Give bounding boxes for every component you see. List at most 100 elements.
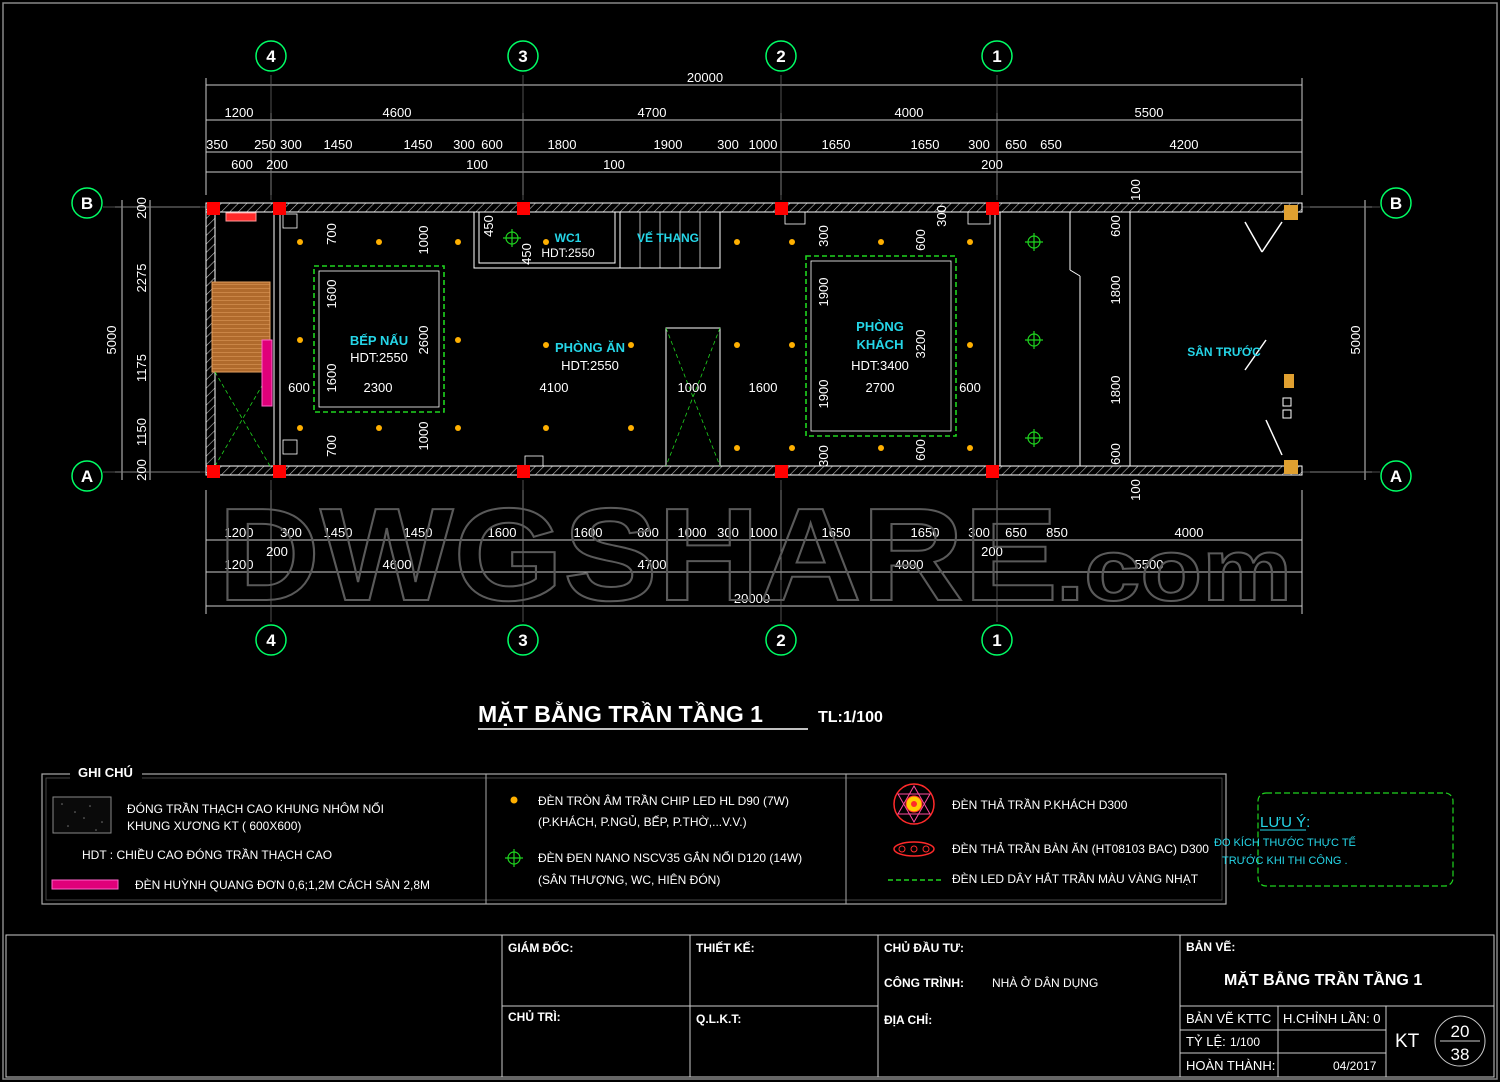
watermark: DWGSHARE .com — [217, 480, 1293, 629]
dim-top-r2-0: 350 — [206, 137, 228, 152]
fluorescent-light-icon — [51, 879, 119, 890]
tb-ty-le-label: TỶ LỆ: — [1186, 1034, 1226, 1049]
dim-left-0: 200 — [134, 197, 149, 219]
led-downlights — [297, 239, 973, 451]
legend-item7: ĐÈN THẢ TRẦN BÀN ĂN (HT08103 BAC) D300 — [952, 841, 1209, 856]
downlight-icon — [510, 796, 518, 804]
dim-left-1: 2275 — [134, 264, 149, 293]
grid-label-col4-top: 4 — [266, 47, 276, 66]
dim-inner-v1600b: 1600 — [324, 364, 339, 393]
dim-inner-v700a: 700 — [324, 223, 339, 245]
dim-top-r2-1: 250 — [254, 137, 276, 152]
dim-top-r1-3: 4000 — [895, 105, 924, 120]
dim-top-r2-9: 300 — [717, 137, 739, 152]
dim-top-r2-6: 600 — [481, 137, 503, 152]
dim-bot-r1-14: 850 — [1046, 525, 1068, 540]
room-bep-hdt: HDT:2550 — [350, 350, 408, 365]
dim-inner-v600c: 600 — [1108, 215, 1123, 237]
tb-ty-le-val: 1/100 — [1230, 1035, 1260, 1049]
walls — [205, 202, 1303, 476]
nano-light-icon — [505, 849, 523, 867]
dim-top-r2-8: 1900 — [654, 137, 683, 152]
grid-label-rowA-left: A — [81, 467, 93, 486]
drawing-title: MẶT BẰNG TRẦN TẦNG 1 TL:1/100 — [478, 700, 883, 730]
dim-top-r3-1: 200 — [266, 157, 288, 172]
dim-inner-v100b: 100 — [1128, 479, 1143, 501]
tb-hoan-thanh-val: 04/2017 — [1333, 1059, 1377, 1073]
grid-label-rowB-right: B — [1390, 194, 1402, 213]
title-scale: TL:1/100 — [818, 709, 883, 726]
pendant-living-room-icon — [893, 783, 935, 825]
dim-inner-v600b: 600 — [913, 439, 928, 461]
dim-left-total: 5000 — [104, 326, 119, 355]
legend-item8: ĐÈN LED DÂY HẮT TRẦN MÀU VÀNG NHẠT — [952, 871, 1199, 886]
room-wc1: WC1 — [555, 231, 582, 245]
legend-item2: HDT : CHIỀU CAO ĐÓNG TRẦN THẠCH CAO — [82, 847, 332, 862]
dim-inner-v450b: 450 — [519, 243, 534, 265]
legend-item1-line2: KHUNG XƯƠNG KT ( 600X600) — [127, 819, 301, 833]
grid-label-col3-bottom: 3 — [518, 631, 527, 650]
dim-top-r1-1: 4600 — [383, 105, 412, 120]
legend-item5-line2: (SÂN THƯỢNG, WC, HIÊN ĐÓN) — [538, 872, 720, 887]
dimension-text-sides: 200 2275 1175 1150 200 5000 5000 — [104, 197, 1363, 481]
dim-bot-r1-0: 1200 — [225, 525, 254, 540]
dim-inner-v3200: 3200 — [913, 330, 928, 359]
dim-bot-r1b-0: 200 — [266, 544, 288, 559]
room-phong-khach-2: KHÁCH — [857, 337, 904, 352]
dimension-text-inner: 700 1000 1600 2600 1600 700 1000 450 450… — [288, 179, 1143, 501]
dim-bot-r1-2: 1450 — [324, 525, 353, 540]
dim-inner-v1600a: 1600 — [324, 280, 339, 309]
room-labels: BẾP NẤU HDT:2550 WC1 HDT:2550 VẾ THANG P… — [350, 230, 1261, 373]
legend-heading: GHI CHÚ — [78, 765, 133, 780]
tb-chu-dau-tu: CHỦ ĐẦU TƯ: — [884, 940, 964, 955]
dim-inner-v1900a: 1900 — [816, 278, 831, 307]
dim-bot-total: 20000 — [734, 591, 770, 606]
tb-chu-tri: CHỦ TRÌ: — [508, 1009, 561, 1024]
legend-item4-line1: ĐÈN TRÒN ÂM TRẦN CHIP LED HL D90 (7W) — [538, 793, 789, 808]
dim-bot-r1-12: 300 — [968, 525, 990, 540]
room-phong-an-hdt: HDT:2550 — [561, 358, 619, 373]
ceiling-recess-lines — [318, 260, 952, 432]
tb-ban-ve-val: MẶT BẰNG TRẦN TẦNG 1 — [1224, 970, 1422, 989]
dim-inner-v600d: 600 — [1108, 443, 1123, 465]
dimension-text-bottom: 1200 300 1450 1450 1600 1600 600 1000 30… — [225, 525, 1204, 606]
dim-left-2: 1175 — [134, 354, 149, 382]
grid-label-rowB-left: B — [81, 194, 93, 213]
dim-top-r2-3: 1450 — [324, 137, 353, 152]
dim-inner-h2700: 2700 — [866, 380, 895, 395]
dim-inner-v1900b: 1900 — [816, 380, 831, 409]
dim-inner-h600b: 600 — [959, 380, 981, 395]
dim-top-r2-12: 1650 — [911, 137, 940, 152]
grid-label-col2-top: 2 — [776, 47, 785, 66]
dim-inner-v450a: 450 — [481, 215, 496, 237]
dim-bot-r1-13: 650 — [1005, 525, 1027, 540]
dim-left-4: 200 — [134, 459, 149, 481]
dim-bot-r1-8: 300 — [717, 525, 739, 540]
legend-item4-line2: (P.KHÁCH, P.NGỦ, BẾP, P.THỜ,...V.V.) — [538, 814, 747, 829]
tb-cong-trinh-val: NHÀ Ở DÂN DỤNG — [992, 975, 1098, 990]
nano-lights — [503, 229, 1043, 447]
dim-top-r2-14: 650 — [1005, 137, 1027, 152]
dim-inner-v700b: 700 — [324, 435, 339, 457]
dim-top-r2-2: 300 — [280, 137, 302, 152]
tb-ban-ve-kttc: BẢN VẼ KTTC — [1186, 1011, 1271, 1026]
dim-inner-v300b: 300 — [934, 205, 949, 227]
grid-bubbles — [71, 40, 1412, 656]
led-strip-outlines — [313, 255, 957, 437]
dim-bot-r2-1: 4600 — [383, 557, 412, 572]
tb-giam-doc: GIÁM ĐỐC: — [508, 940, 573, 955]
tb-sheet-num: 20 — [1451, 1022, 1470, 1041]
dim-top-r2-13: 300 — [968, 137, 990, 152]
title-block-text: GIÁM ĐỐC: THIẾT KẾ: CHỦ TRÌ: Q.L.K.T: CH… — [508, 939, 1469, 1073]
dim-top-r3-4: 200 — [981, 157, 1003, 172]
tb-cong-trinh: CÔNG TRÌNH: — [884, 975, 964, 990]
room-ve-thang: VẾ THANG — [637, 230, 699, 245]
dim-inner-v1000b: 1000 — [416, 422, 431, 451]
watermark-suffix: .com — [1056, 520, 1292, 619]
dim-bot-r1-11: 1650 — [911, 525, 940, 540]
dim-top-total: 20000 — [687, 70, 723, 85]
dim-inner-v1800a: 1800 — [1108, 276, 1123, 305]
dim-bot-r1b-1: 200 — [981, 544, 1003, 559]
tb-dia-chi: ĐỊA CHỈ: — [884, 1012, 932, 1027]
